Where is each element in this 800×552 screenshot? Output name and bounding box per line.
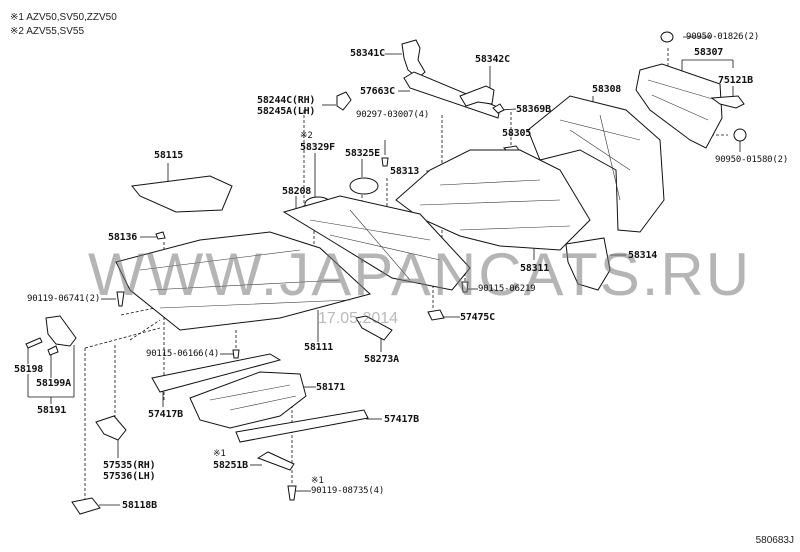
part-shape-58198: [25, 337, 43, 349]
applicability-note-1: ※1 AZV50,SV50,ZZV50: [10, 12, 117, 23]
part-label-58329F[interactable]: 58329F: [300, 142, 335, 153]
part-label-57535[interactable]: 57535(RH): [103, 460, 156, 471]
part-label-58171[interactable]: 58171: [316, 382, 346, 393]
part-label-58111[interactable]: 58111: [304, 342, 334, 353]
part-label-58244C[interactable]: 58244C(RH): [257, 95, 316, 106]
part-label-58311[interactable]: 58311: [520, 263, 550, 274]
part-shape-90115-06219: [461, 281, 469, 293]
part-label-58308[interactable]: 58308: [592, 84, 622, 95]
watermark-date: 17.05.2014: [318, 310, 399, 327]
part-shape-58111: [115, 231, 372, 331]
part-label-58307[interactable]: 58307: [694, 47, 724, 58]
part-label-90115-06219[interactable]: 90115-06219: [478, 284, 536, 294]
part-shape-58369B: [492, 103, 505, 114]
part-label-58136[interactable]: 58136: [108, 232, 138, 243]
part-shape-58244C: [336, 91, 352, 111]
part-label-58325E[interactable]: 58325E: [345, 148, 380, 159]
part-shape-57417B-right: [235, 409, 369, 443]
part-label-58199A[interactable]: 58199A: [36, 378, 71, 389]
part-label-58245A[interactable]: 58245A(LH): [257, 106, 316, 117]
part-shape-58341C: [401, 39, 426, 79]
part-shape-58251B: [256, 451, 295, 471]
part-label-90950-01826[interactable]: 90950-01826(2): [686, 32, 760, 42]
part-shape-90297-bolt: [381, 157, 389, 167]
part-label-57417B-left[interactable]: 57417B: [148, 409, 183, 420]
part-shape-58307: [635, 63, 723, 149]
note-text: AZV50,SV50,ZZV50: [26, 12, 117, 23]
part-label-57663C[interactable]: 57663C: [360, 86, 395, 97]
part-label-58118B[interactable]: 58118B: [122, 500, 157, 511]
part-label-58314[interactable]: 58314: [628, 250, 658, 261]
part-label-58208[interactable]: 58208: [282, 186, 312, 197]
part-shape-58118B: [71, 497, 101, 515]
note-mark-58251B: ※1: [213, 449, 226, 459]
note-mark-90119-08735: ※1: [311, 476, 324, 486]
part-label-75121B[interactable]: 75121B: [718, 75, 753, 86]
part-shape-58171: [189, 371, 307, 429]
part-shape-58208: [282, 195, 471, 291]
part-label-90119-06741[interactable]: 90119-06741(2): [27, 294, 101, 304]
part-label-58369B[interactable]: 58369B: [516, 104, 551, 115]
part-label-90297-03007[interactable]: 90297-03007(4): [356, 110, 430, 120]
part-label-58313[interactable]: 58313: [390, 166, 420, 177]
part-shape-58191: [45, 315, 77, 347]
note-text: AZV55,SV55: [26, 26, 84, 37]
part-shape-90115-06166: [232, 349, 240, 359]
part-shape-58136: [155, 231, 166, 240]
part-shape-58115: [131, 175, 233, 213]
part-label-58198[interactable]: 58198: [14, 364, 44, 375]
part-shape-75121B: [710, 95, 745, 109]
part-shape-58308: [527, 95, 665, 233]
part-shape-90119-06741: [116, 291, 125, 307]
part-label-58273A[interactable]: 58273A: [364, 354, 399, 365]
part-label-57417B-right[interactable]: 57417B: [384, 414, 419, 425]
part-shape-90950-01580: [733, 128, 747, 142]
part-label-58191[interactable]: 58191: [37, 405, 67, 416]
note-mark: ※2: [10, 26, 24, 37]
part-shape-90119-08735: [287, 485, 297, 501]
part-label-57536[interactable]: 57536(LH): [103, 471, 156, 482]
part-label-90115-06166[interactable]: 90115-06166(4): [146, 349, 220, 359]
part-shape-58313-58311: [395, 149, 591, 251]
part-label-58342C[interactable]: 58342C: [475, 54, 510, 65]
part-shape-58199A: [47, 345, 59, 356]
part-shape-58314: [565, 237, 611, 291]
part-shape-58342C: [459, 85, 495, 107]
note-mark: ※1: [10, 12, 24, 23]
part-label-58341C[interactable]: 58341C: [350, 48, 385, 59]
part-label-90119-08735[interactable]: 90119-08735(4): [311, 486, 385, 496]
note-mark-58329F: ※2: [300, 131, 313, 141]
part-label-90950-01580[interactable]: 90950-01580(2): [715, 155, 789, 165]
part-label-58305[interactable]: 58305: [502, 128, 532, 139]
applicability-note-2: ※2 AZV55,SV55: [10, 26, 84, 37]
part-label-57475C[interactable]: 57475C: [460, 312, 495, 323]
part-shape-57535: [95, 415, 127, 441]
watermark: WWW.JAPANCATS.RU: [88, 241, 752, 308]
part-shape-57417B-left: [151, 353, 282, 393]
part-shape-57475C: [427, 309, 445, 321]
part-label-58115[interactable]: 58115: [154, 150, 184, 161]
part-shape-58273A: [355, 315, 393, 341]
part-label-58251B[interactable]: 58251B: [213, 460, 248, 471]
diagram-code: 580683J: [755, 535, 794, 546]
part-shape-90950-01826: [660, 31, 674, 43]
part-shape-58325E: [349, 177, 379, 195]
